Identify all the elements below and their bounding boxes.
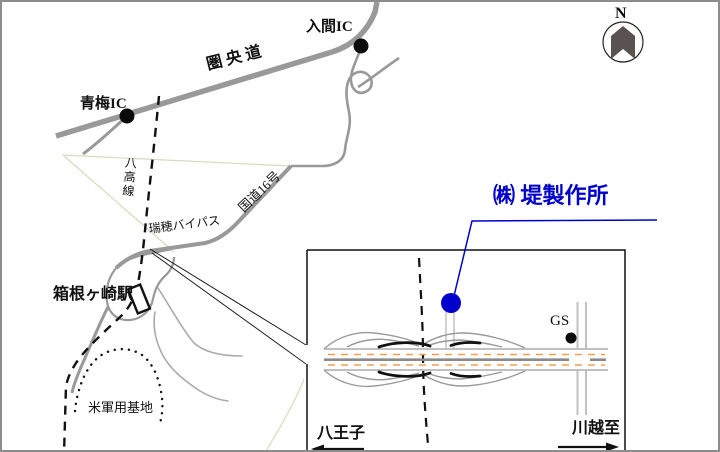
inset-road-edges <box>324 302 608 415</box>
company-location-dot <box>441 293 461 313</box>
company-leader-line <box>453 219 658 297</box>
kawagoe-arrow-right <box>558 442 619 450</box>
ome-ic-label: 青梅IC <box>80 96 127 112</box>
inset-ramp-dark-arcs <box>377 341 482 378</box>
iruma-ic-dot <box>353 38 369 54</box>
north-label: N <box>615 5 627 22</box>
kenodo-expressway-road <box>55 2 380 139</box>
main-roads <box>70 49 400 394</box>
gas-station-dot <box>565 332 577 344</box>
minor-pale-roads <box>61 154 305 450</box>
hakonegasaki-station-symbol <box>126 282 152 316</box>
direction-kawagoe-label: 川越至 <box>572 420 621 437</box>
north-arrow-icon <box>602 21 644 63</box>
direction-hachioji-label: 八王子 <box>317 425 366 442</box>
iruma-ic-label: 入間IC <box>306 19 353 35</box>
inset-border <box>306 249 626 450</box>
us-base-label: 米軍用基地 <box>88 400 154 415</box>
inset-leader-lines <box>149 248 307 365</box>
hachiko-line-label: 八高線 <box>120 155 138 199</box>
ome-ic-dot <box>119 108 135 124</box>
hakonegasaki-station-label: 箱根ヶ崎駅 <box>53 286 134 303</box>
local-thin-roads <box>153 287 243 402</box>
company-name-label: ㈱ 堤製作所 <box>493 183 609 208</box>
inset-map <box>306 249 626 450</box>
hachioji-arrow-left <box>311 444 364 450</box>
us-base-boundary-dotted <box>73 347 164 428</box>
gas-station-label: GS <box>550 313 570 329</box>
company-marker <box>441 219 658 313</box>
